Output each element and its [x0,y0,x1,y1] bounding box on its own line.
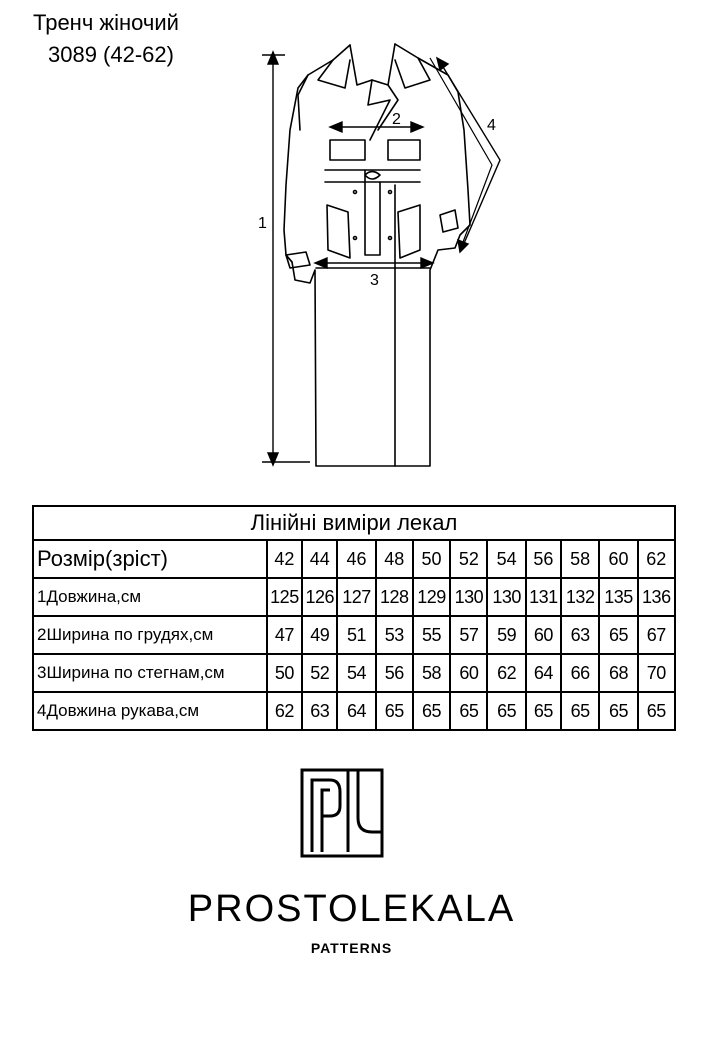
table-cell: 58 [411,653,452,693]
label-sleeve: 4 [487,117,496,134]
table-cell: 47 [265,615,304,655]
table-title: Лінійні виміри лекал [32,505,676,541]
label-length: 1 [258,215,267,232]
row-label: 3Ширина по стегнам,см [32,653,268,693]
table-cell: 68 [598,653,639,693]
size-56: 56 [524,539,563,579]
table-cell: 56 [374,653,414,693]
row-label: 4Довжина рукава,см [32,691,268,731]
table-cell: 70 [636,653,677,693]
table-cell: 65 [374,691,414,731]
table-cell: 65 [598,691,639,731]
size-54: 54 [486,539,527,579]
size-46: 46 [336,539,377,579]
table-cell: 60 [524,615,563,655]
size-50: 50 [411,539,452,579]
table-cell: 57 [449,615,489,655]
row-label: 1Довжина,см [32,577,268,617]
table-cell: 65 [486,691,527,731]
table-cell: 64 [524,653,563,693]
size-44: 44 [301,539,339,579]
table-cell: 125 [265,577,304,617]
size-42: 42 [265,539,304,579]
table-cell: 65 [598,615,639,655]
table-cell: 131 [524,577,563,617]
table-cell: 62 [265,691,304,731]
table-cell: 126 [301,577,339,617]
prostolekala-logo-icon [300,768,384,858]
size-52: 52 [449,539,489,579]
table-cell: 50 [265,653,304,693]
table-cell: 63 [301,691,339,731]
table-cell: 127 [336,577,377,617]
table-cell: 136 [636,577,677,617]
table-cell: 130 [449,577,489,617]
product-code: 3089 (42-62) [48,42,174,67]
table-cell: 63 [560,615,601,655]
table-cell: 132 [560,577,601,617]
table-cell: 65 [411,691,452,731]
table-cell: 67 [636,615,677,655]
table-cell: 129 [411,577,452,617]
size-label: Розмір(зріст) [32,539,268,579]
table-cell: 65 [636,691,677,731]
product-title: Тренч жіночий [33,10,179,35]
size-62: 62 [636,539,677,579]
table-cell: 60 [449,653,489,693]
table-cell: 135 [598,577,639,617]
table-cell: 55 [411,615,452,655]
table-cell: 54 [336,653,377,693]
brand-tagline: PATTERNS [310,940,393,956]
row-label: 2Ширина по грудях,см [32,615,268,655]
brand-name: PROSTOLEKALA [187,888,516,930]
label-hip: 3 [370,272,379,289]
table-cell: 64 [336,691,377,731]
size-60: 60 [598,539,639,579]
table-cell: 65 [449,691,489,731]
table-cell: 53 [374,615,414,655]
table-cell: 130 [486,577,527,617]
table-cell: 128 [374,577,414,617]
table-cell: 65 [524,691,563,731]
trench-coat-sketch: 1 2 3 4 [258,43,501,467]
table-cell: 62 [486,653,527,693]
size-48: 48 [374,539,414,579]
size-58: 58 [560,539,601,579]
table-cell: 49 [301,615,339,655]
table-cell: 52 [301,653,339,693]
label-chest: 2 [392,111,401,128]
table-cell: 59 [486,615,527,655]
table-cell: 65 [560,691,601,731]
table-cell: 66 [560,653,601,693]
table-cell: 51 [336,615,377,655]
